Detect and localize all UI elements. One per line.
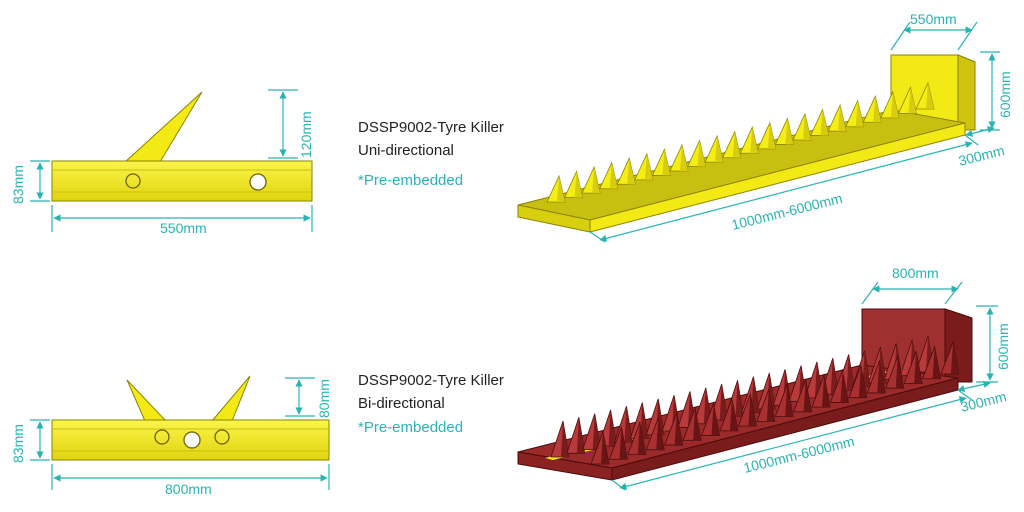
uni-spike-label: 120mm	[298, 111, 314, 158]
spike-shade	[592, 413, 601, 450]
spike-shade	[858, 365, 867, 398]
spike-shade	[840, 370, 849, 403]
uni-length-label: 1000mm-6000mm	[730, 190, 844, 233]
spike-shade	[608, 409, 617, 446]
spike-shade	[838, 105, 847, 132]
spike-shade	[557, 176, 565, 202]
spike-shade	[932, 346, 941, 379]
spike-shade	[862, 350, 871, 387]
spike-shade	[873, 96, 882, 123]
spike-shade	[914, 351, 923, 384]
bi-hole-1	[154, 429, 170, 445]
bi-depth-label: 300mm	[959, 388, 1008, 415]
bi-3d-model: 800mm 600mm 300mm 1000mm-6000mm	[517, 265, 1011, 491]
bi-product-note: *Pre-embedded	[358, 419, 464, 436]
uni-width-label: 550mm	[160, 220, 207, 236]
spike-shade	[803, 114, 811, 140]
spike-shade	[601, 432, 609, 464]
uni-channel	[51, 160, 313, 202]
bi-width-label: 800mm	[165, 481, 212, 497]
bi-hole-3	[214, 429, 230, 445]
bi-product-type: Bi-directional	[358, 395, 445, 412]
bi-spike-right	[210, 375, 251, 422]
uni-hole-1	[125, 173, 141, 189]
uni-hole-2	[249, 173, 267, 191]
spike-shade	[877, 360, 886, 393]
bi-spike-left	[126, 379, 168, 422]
uni-3d-model: 550mm 600mm 300mm 1000mm-6000mm	[517, 11, 1013, 243]
uni-product-note: *Pre-embedded	[358, 172, 464, 189]
spike-shade	[785, 118, 794, 145]
spike-shade	[592, 167, 601, 194]
spike-shade	[561, 421, 569, 457]
spike-shade	[574, 171, 583, 198]
spike-shade	[951, 342, 959, 374]
spike-shade	[846, 354, 855, 391]
bi-spike-label: 80mm	[316, 379, 332, 418]
uni-box-width-label: 550mm	[910, 11, 957, 27]
bi-hole-2	[183, 431, 201, 449]
spike-shade	[926, 83, 934, 109]
spike-shade	[908, 87, 917, 114]
uni-depth-label: 300mm	[957, 142, 1006, 169]
bi-box-width-label: 800mm	[892, 265, 939, 281]
bi-box-height-label: 600mm	[995, 323, 1011, 370]
bi-height-label: 83mm	[10, 424, 26, 463]
uni-info-block: DSSP9002-Tyre Killer Uni-directional *Pr…	[358, 116, 504, 192]
uni-spike	[123, 91, 203, 163]
uni-height-label: 83mm	[10, 165, 26, 204]
uni-side-view: 83mm 120mm 550mm	[10, 89, 314, 236]
uni-box-height-label: 600mm	[997, 71, 1013, 118]
uni-product-title: DSSP9002-Tyre Killer	[358, 119, 504, 136]
spike-shade	[855, 100, 864, 127]
spike-shade	[890, 91, 899, 118]
bi-product-title: DSSP9002-Tyre Killer	[358, 372, 504, 389]
bi-info-block: DSSP9002-Tyre Killer Bi-directional *Pre…	[358, 369, 504, 439]
spike-shade	[820, 109, 829, 136]
spike-shade	[895, 356, 904, 389]
uni-product-type: Uni-directional	[358, 142, 454, 159]
bi-side-view: 83mm 80mm 800mm	[10, 375, 332, 497]
spike-shade	[576, 417, 585, 454]
